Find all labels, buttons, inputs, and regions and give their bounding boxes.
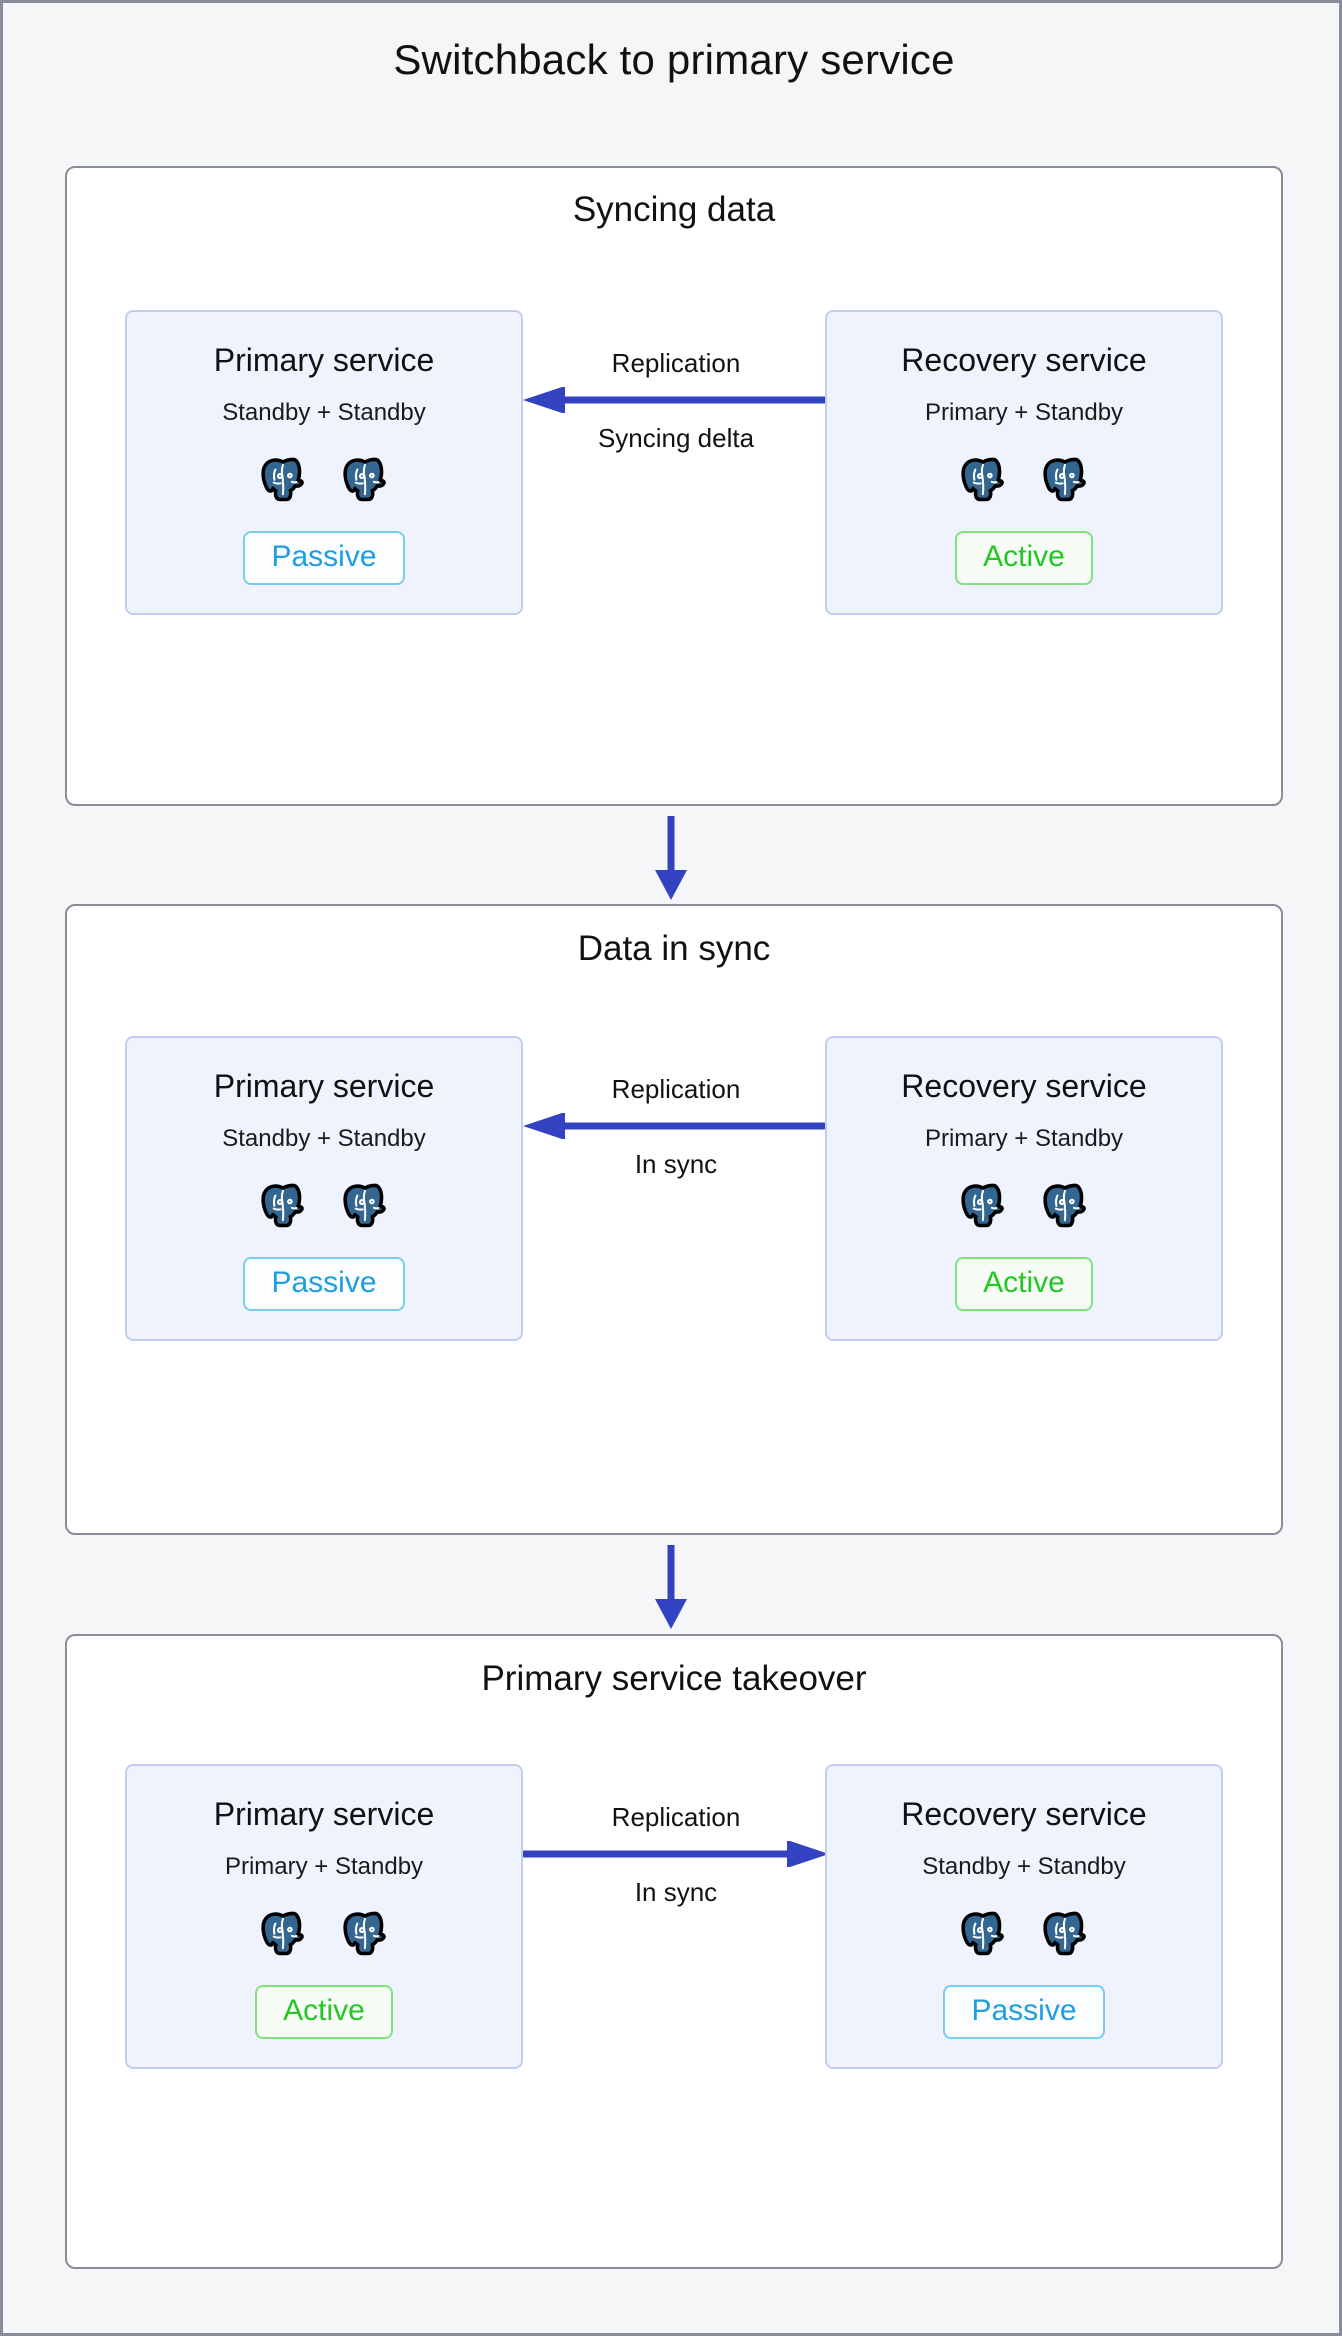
replication-label-bottom: Syncing delta [597, 423, 755, 453]
service-role: Standby + Standby [222, 1125, 426, 1152]
service-role: Standby + Standby [922, 1853, 1126, 1880]
replication-label-top: Replication [611, 1074, 741, 1104]
postgresql-elephant-icon [961, 1183, 1004, 1228]
badge-row: Passive [827, 1985, 1221, 2039]
service-name: Primary service [213, 1796, 435, 1832]
service-name: Recovery service [901, 1068, 1147, 1104]
node-row [827, 1177, 1221, 1231]
postgresql-elephant-icon [343, 457, 386, 502]
service-card-recovery-1: Recovery service Primary + Standby [825, 310, 1223, 615]
postgresql-elephant-icon [343, 1183, 386, 1228]
service-card-primary-3: Primary service Primary + Standby [125, 1764, 523, 2069]
node-row [127, 451, 521, 505]
postgresql-elephant-icon [1043, 1183, 1086, 1228]
stage-title-3: Primary service takeover [481, 1659, 867, 1698]
status-badge: Passive [243, 1257, 405, 1311]
service-card-recovery-2: Recovery service Primary + Standby [825, 1036, 1223, 1341]
stage-panel-1: Syncing data Primary service Standby + S… [65, 166, 1283, 806]
replication-link-3: Replication In sync [523, 1802, 829, 1908]
diagram-title: Switchback to primary service [393, 36, 955, 83]
arrow-left-icon [523, 1113, 829, 1139]
badge-row: Passive [127, 1257, 521, 1311]
arrow-down-icon [655, 1545, 687, 1629]
arrow-right-icon [523, 1841, 829, 1867]
badge-row: Active [827, 531, 1221, 585]
status-badge: Passive [943, 1985, 1105, 2039]
service-name: Recovery service [901, 1796, 1147, 1832]
service-name: Primary service [213, 342, 435, 378]
service-card-primary-1: Primary service Standby + Standby [125, 310, 523, 615]
postgresql-elephant-icon [343, 1911, 386, 1956]
replication-link-1: Replication Syncing delta [523, 348, 829, 454]
arrow-left-icon [523, 387, 829, 413]
postgresql-elephant-icon [961, 1911, 1004, 1956]
replication-label-top: Replication [611, 348, 741, 378]
replication-label-top: Replication [611, 1802, 741, 1832]
postgresql-elephant-icon [1043, 1911, 1086, 1956]
replication-label-bottom: In sync [634, 1149, 718, 1179]
postgresql-elephant-icon [1043, 457, 1086, 502]
stage-panel-3: Primary service takeover Primary service… [65, 1634, 1283, 2269]
service-role: Primary + Standby [224, 1853, 424, 1880]
stage-title-1: Syncing data [572, 190, 776, 229]
badge-row: Active [127, 1985, 521, 2039]
status-badge: Active [955, 1257, 1093, 1311]
postgresql-elephant-icon [261, 457, 304, 502]
status-badge: Passive [243, 531, 405, 585]
service-role: Primary + Standby [924, 399, 1124, 426]
node-row [127, 1905, 521, 1959]
arrow-down-icon [655, 816, 687, 900]
status-badge: Active [955, 531, 1093, 585]
postgresql-elephant-icon [261, 1911, 304, 1956]
service-card-primary-2: Primary service Standby + Standby [125, 1036, 523, 1341]
postgresql-elephant-icon [261, 1183, 304, 1228]
stage-panel-2: Data in sync Primary service Standby + S… [65, 904, 1283, 1535]
node-row [827, 451, 1221, 505]
service-name: Recovery service [901, 342, 1147, 378]
replication-label-bottom: In sync [634, 1877, 718, 1907]
service-role: Standby + Standby [222, 399, 426, 426]
node-row [127, 1177, 521, 1231]
badge-row: Active [827, 1257, 1221, 1311]
badge-row: Passive [127, 531, 521, 585]
service-name: Primary service [213, 1068, 435, 1104]
postgresql-elephant-icon [961, 457, 1004, 502]
service-card-recovery-3: Recovery service Standby + Standby [825, 1764, 1223, 2069]
replication-link-2: Replication In sync [523, 1074, 829, 1180]
status-badge: Active [255, 1985, 393, 2039]
stage-title-2: Data in sync [577, 929, 771, 968]
node-row [827, 1905, 1221, 1959]
service-role: Primary + Standby [924, 1125, 1124, 1152]
